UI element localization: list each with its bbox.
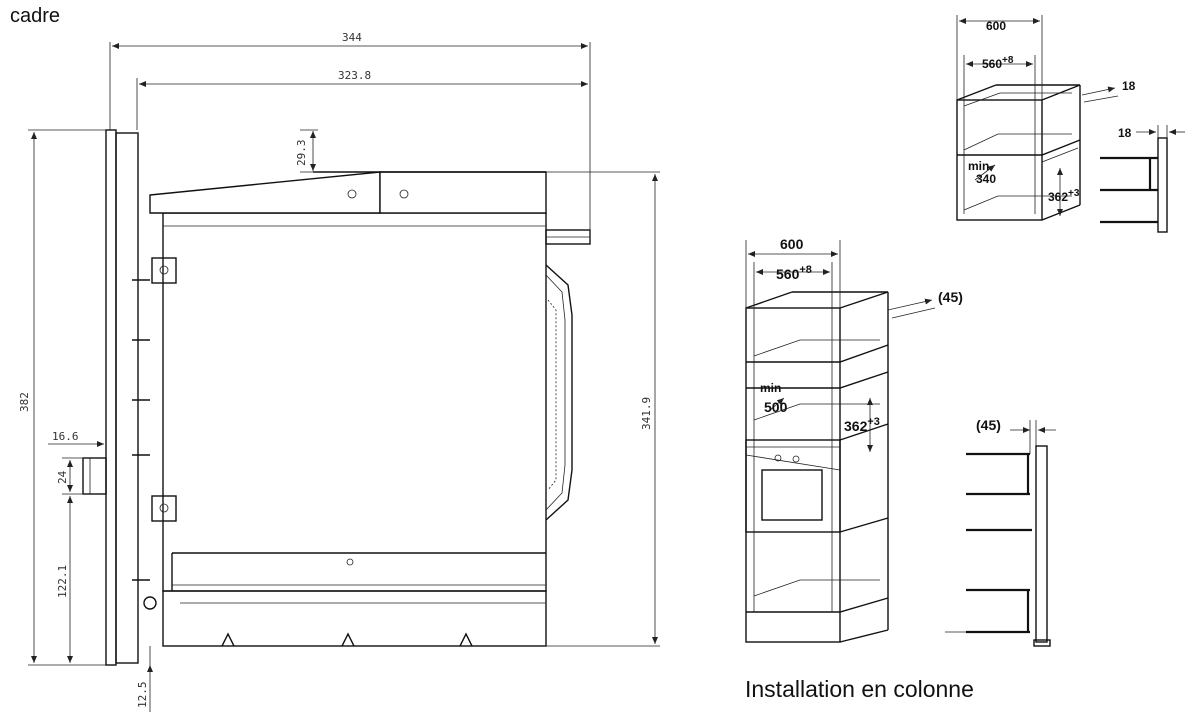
wall-side-label: 18 — [1122, 79, 1136, 93]
frame-profile — [115, 132, 139, 664]
dim-width-total: 344 — [342, 31, 362, 44]
dim-width-body: 323.8 — [338, 69, 371, 82]
dim-bottom-offset: 12.5 — [136, 682, 149, 709]
dim-slot-offset: 122.1 — [56, 565, 69, 598]
column-inner-width-label: 560+8 — [776, 264, 812, 282]
dim-height-total: 382 — [18, 392, 31, 412]
fan-guard — [545, 264, 573, 521]
side-dimensions — [28, 42, 660, 712]
wall-side-detail-label: 18 — [1118, 126, 1132, 140]
column-side-panel — [1035, 445, 1048, 643]
side-view: 344 323.8 29.3 382 341.9 16.6 24 122.1 1… — [18, 31, 660, 712]
top-bracket — [151, 257, 177, 284]
caption-cadre: cadre — [10, 5, 61, 27]
column-min-value: 500 — [764, 399, 788, 415]
column-gap-detail-label: (45) — [976, 417, 1001, 433]
bottom-bracket — [151, 495, 177, 522]
base — [162, 590, 547, 647]
wall-inner-width-label: 560+8 — [982, 55, 1014, 71]
dim-top-offset: 29.3 — [295, 140, 308, 167]
wall-width-label: 600 — [986, 19, 1006, 33]
wall-cabinet-diagram — [956, 15, 1185, 233]
wall-min-value: 340 — [976, 172, 996, 186]
front-frame — [105, 129, 117, 666]
wall-side-panel — [1157, 137, 1168, 233]
dim-frame-depth: 16.6 — [52, 430, 79, 443]
column-opening-label: 362+3 — [844, 416, 880, 434]
column-min-label: min — [760, 381, 781, 395]
column-width-label: 600 — [780, 236, 804, 252]
column-oven — [745, 439, 841, 533]
top-housing — [149, 171, 381, 214]
column-gap-label: (45) — [938, 289, 963, 305]
appliance-body — [162, 212, 547, 592]
column-cabinet-diagram — [745, 240, 1056, 647]
dim-slot-height: 24 — [56, 470, 69, 484]
mounting-slot — [82, 457, 107, 495]
wall-opening-label: 362+3 — [1048, 188, 1080, 204]
dim-height-body: 341.9 — [640, 397, 653, 430]
top-box — [379, 171, 547, 214]
caption-installation: Installation en colonne — [745, 676, 974, 702]
wall-min-label: min — [968, 159, 989, 173]
